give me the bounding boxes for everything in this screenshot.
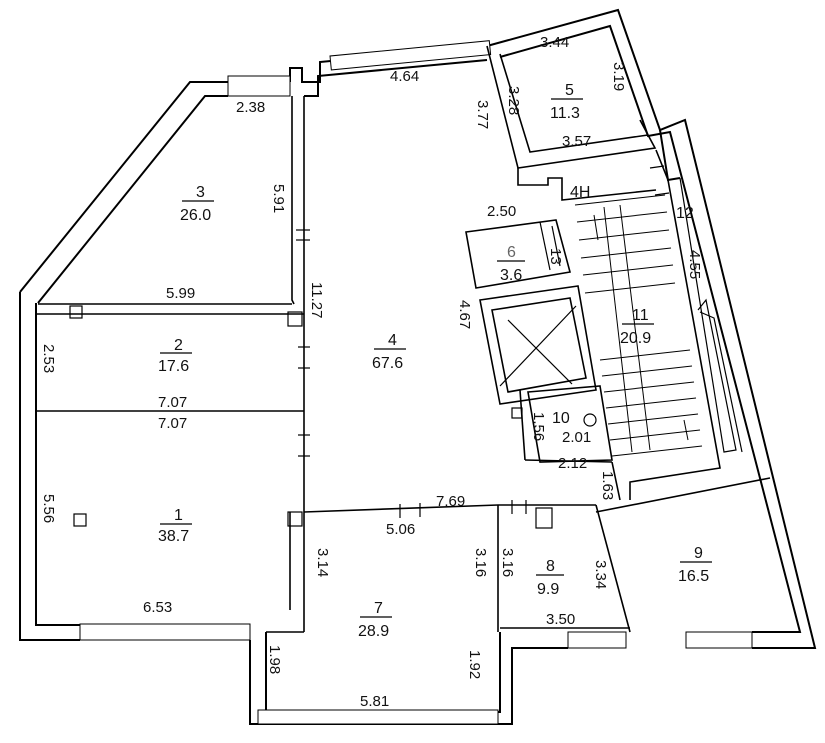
dim-room4-right: 3.77: [474, 100, 491, 129]
dim-core-corner: 1.63: [599, 471, 616, 500]
dim-room4-left: 11.27: [308, 282, 325, 318]
dim-room5-bottom: 3.57: [562, 133, 591, 150]
room-11-area: 20.9: [620, 330, 651, 347]
room-2-number: 2: [174, 337, 183, 354]
room-9-number: 9: [694, 545, 703, 562]
stair-code-label: 4H: [570, 184, 590, 201]
stairs: [574, 194, 703, 457]
dim-room7-bottom: 5.81: [360, 693, 389, 710]
dim-room5-top: 3.44: [540, 34, 569, 51]
room-8-number: 8: [546, 558, 555, 575]
exterior-walls: [19, 8, 817, 725]
dim-room7-left: 3.14: [314, 548, 331, 577]
room-10-number: 10: [552, 410, 570, 427]
dim-room7-bay-left: 1.98: [266, 645, 283, 674]
room-8-area: 9.9: [537, 581, 559, 598]
window-room-3: [227, 75, 291, 97]
room-5-number: 5: [565, 82, 574, 99]
room-6-area: 3.6: [500, 267, 522, 284]
dim-room2-left: 2.53: [40, 344, 57, 373]
stair-arrow-up: [593, 214, 599, 241]
dim-room8-left: 3.16: [499, 548, 516, 577]
dim-room1-bottom: 6.53: [143, 599, 172, 616]
room-3-number: 3: [196, 184, 205, 201]
dim-room10-left: 1.56: [530, 412, 547, 441]
dim-room1-top: 7.07: [158, 415, 187, 432]
window-room-4: [329, 40, 492, 71]
room-1-number: 1: [174, 507, 183, 524]
room-labels: 1 38.7 2 17.6 3 26.0 4 67.6 5 11.3 6 3.6…: [158, 82, 712, 640]
window-room-1: [79, 623, 251, 641]
dim-room8-bottom: 3.50: [546, 611, 575, 628]
room-7-area: 28.9: [358, 623, 389, 640]
dim-room1-left: 5.56: [40, 494, 57, 523]
room-4-number: 4: [388, 332, 397, 349]
dim-room5-right: 3.19: [610, 62, 627, 91]
room-3-area: 26.0: [180, 207, 211, 224]
dim-room4-top: 4.64: [390, 68, 419, 85]
room-11-number: 11: [632, 307, 649, 324]
dim-room7-bay-right: 1.92: [466, 650, 483, 679]
columns: [69, 305, 553, 529]
window-room-9: [685, 631, 753, 649]
room-12-number: 12: [676, 205, 694, 222]
dimension-labels: 2.38 4.64 3.44 3.19 3.28 3.77 3.57 5.91 …: [40, 34, 703, 710]
room-1-area: 38.7: [158, 528, 189, 545]
room-4-area: 67.6: [372, 355, 403, 372]
window-room-8: [567, 631, 627, 649]
dim-room7-top: 5.06: [386, 521, 415, 538]
dim-room6-top: 2.50: [487, 203, 516, 220]
dim-room8-right: 3.34: [592, 560, 609, 589]
closet-label: 13: [547, 248, 564, 265]
room-5-area: 11.3: [550, 105, 580, 122]
windows: [79, 40, 753, 725]
dim-room2-bottom: 7.07: [158, 394, 187, 411]
stair-arrow-down: [683, 419, 689, 441]
room-7-number: 7: [374, 600, 383, 617]
room-6-number: 6: [507, 244, 516, 261]
dim-room4-bottom: 7.69: [436, 493, 465, 510]
door-ticks: [296, 165, 670, 518]
dim-room10-bottom: 2.12: [558, 455, 587, 472]
dim-room3-right: 5.91: [270, 184, 287, 213]
dim-room7-right: 3.16: [472, 548, 489, 577]
room-2-area: 17.6: [158, 358, 189, 375]
dim-room3-bottom: 5.99: [166, 285, 195, 302]
dim-room10-width: 2.01: [562, 429, 591, 446]
room-9-area: 16.5: [678, 568, 709, 585]
window-room-7: [257, 709, 499, 725]
dim-room3-top: 2.38: [236, 99, 265, 116]
dim-room5-left: 3.28: [505, 86, 522, 115]
dim-room12: 4.55: [686, 250, 703, 279]
dim-lift-left: 4.67: [456, 300, 473, 329]
